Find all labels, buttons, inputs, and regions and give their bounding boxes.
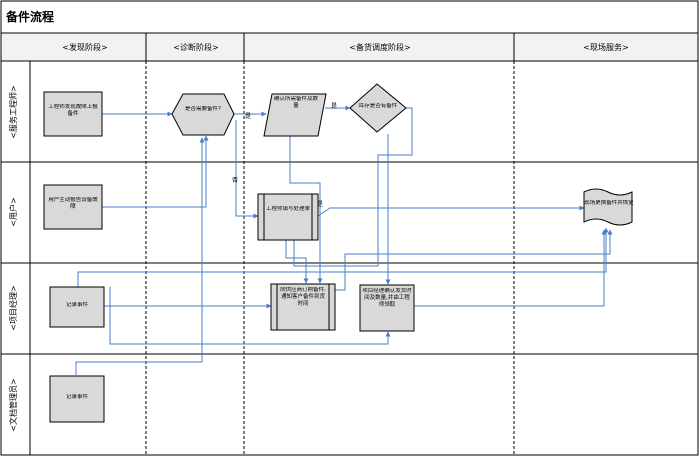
node-engineer-report-label: 工程师发现故障上报备件 (48, 104, 98, 117)
node-pm-record: 记录事件 (49, 286, 105, 328)
lane-label-customer: <用户> (8, 197, 18, 226)
lane-label-pm: <项目经理> (8, 285, 18, 330)
edge-label-yes-1: 是 (245, 113, 251, 120)
node-need-parts: 是否需要备件? (171, 93, 235, 136)
node-confirm-parts: 确认所需备件及数量 (263, 93, 327, 137)
connectors (75, 105, 613, 375)
title-bar (0, 0, 699, 34)
node-pm-ship-label: 项目经理确认发货时间及数量,并由工程师领取 (362, 288, 412, 308)
column-header-onsite: <现场服务> (583, 42, 628, 52)
node-engineer-report: 工程师发现故障上报备件 (43, 91, 103, 137)
node-onsite: 现场更换备件并恢复 (583, 188, 634, 226)
edge-label-yes-3: 是 (317, 201, 323, 208)
node-pm-order: 向供应商订购备件,通知客户备件到货时间 (270, 283, 336, 331)
node-confirm-parts-label: 确认所需备件及数量 (274, 96, 318, 109)
node-need-parts-label: 是否需要备件? (185, 106, 221, 112)
diagram-title: 备件流程 (5, 9, 54, 24)
node-stock-check: 库存是否有备件 (349, 83, 407, 133)
node-pm-record-label: 记录事件 (65, 302, 88, 308)
node-pm-ship: 项目经理确认发货时间及数量,并由工程师领取 (359, 284, 415, 332)
node-ticket-label: 工程师填写处理单 (266, 206, 310, 212)
node-doc-record: 记录事件 (49, 375, 105, 423)
lane-label-engineer: <服务工程师> (8, 85, 18, 138)
column-header-discover: <发现阶段> (62, 42, 107, 52)
column-header-dispatch: <备货调度阶段> (349, 42, 410, 52)
node-ticket: 工程师填写处理单 (257, 193, 319, 241)
column-header-diagnose: <诊断阶段> (173, 42, 218, 52)
node-customer-report-label: 用户主动报告设备故障 (48, 197, 98, 210)
node-customer-report: 用户主动报告设备故障 (43, 184, 103, 230)
edge-label-no-1: 否 (232, 177, 238, 184)
node-pm-order-label: 向供应商订购备件,通知客户备件到货时间 (280, 287, 326, 307)
node-doc-record-label: 记录事件 (65, 394, 88, 400)
lane-label-docs: <文档管理员> (8, 378, 18, 431)
node-stock-check-label: 库存是否有备件 (358, 103, 398, 109)
node-onsite-label: 现场更换备件并恢复 (584, 200, 634, 206)
column-header-row (0, 32, 699, 62)
edge-label-yes-2: 是 (331, 103, 337, 110)
